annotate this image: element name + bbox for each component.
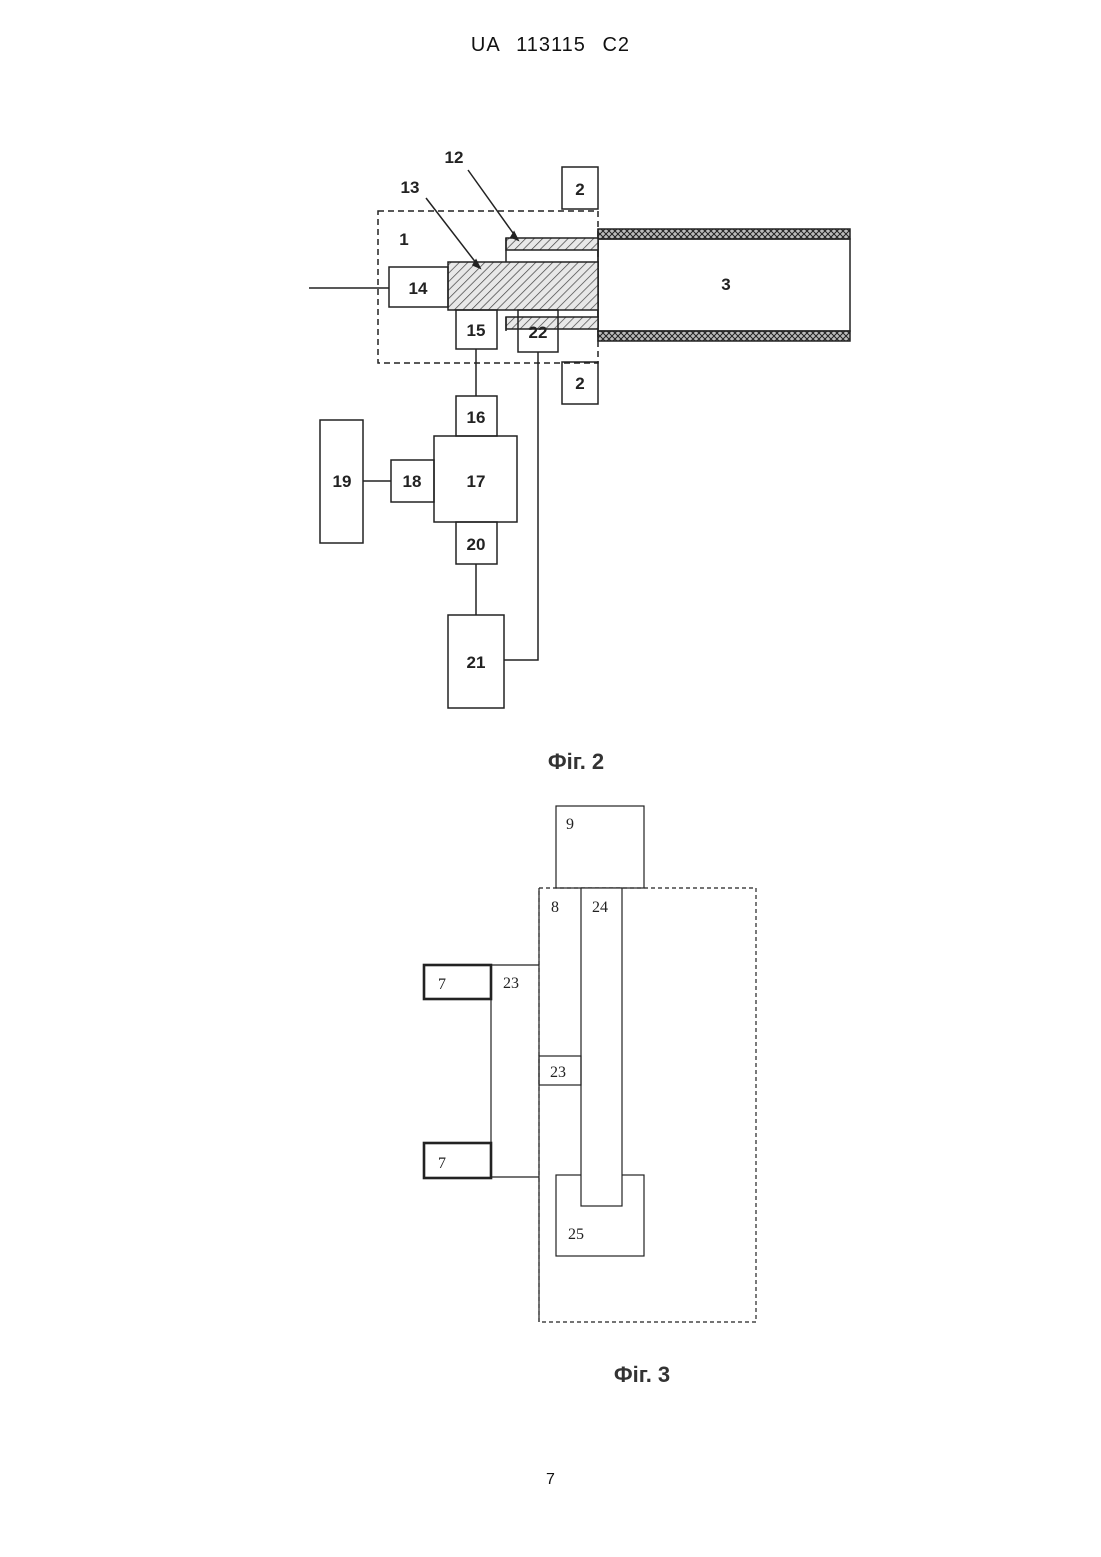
figure-2-caption: Фіг. 2	[548, 749, 604, 774]
box-7-top	[424, 965, 491, 999]
figure-3-caption: Фіг. 3	[614, 1362, 670, 1387]
column-24	[581, 888, 622, 1206]
element-13	[448, 262, 598, 310]
label-3: 3	[721, 275, 730, 294]
label-13: 13	[401, 178, 420, 197]
element-12-top-plate	[506, 238, 598, 250]
label-25: 25	[568, 1226, 584, 1243]
figure-3-labels: 9 8 24 7 23 23 7 25 Фіг. 3	[438, 816, 670, 1387]
label-2-top: 2	[575, 180, 584, 199]
label-15: 15	[467, 321, 486, 340]
leader-12	[468, 170, 518, 240]
figure-3	[424, 806, 756, 1322]
label-2-bottom: 2	[575, 374, 584, 393]
label-24: 24	[592, 899, 608, 916]
label-14: 14	[409, 279, 428, 298]
leader-13	[426, 198, 480, 268]
box-7-bottom	[424, 1143, 491, 1178]
element-12-bottom-plate	[506, 317, 598, 329]
label-8: 8	[551, 899, 559, 916]
label-12: 12	[445, 148, 464, 167]
label-17: 17	[467, 472, 486, 491]
page-number: 7	[0, 1471, 1101, 1489]
label-20: 20	[467, 535, 486, 554]
label-7-bottom: 7	[438, 1155, 446, 1172]
label-23-top: 23	[503, 975, 519, 992]
label-21: 21	[467, 653, 486, 672]
label-7-top: 7	[438, 976, 446, 993]
tube-3-bottom-wall	[598, 331, 850, 341]
label-23-mid: 23	[550, 1064, 566, 1081]
tube-3-top-wall	[598, 229, 850, 239]
label-19: 19	[333, 472, 352, 491]
label-9: 9	[566, 816, 574, 833]
label-18: 18	[403, 472, 422, 491]
figure-2	[309, 167, 850, 708]
label-16: 16	[467, 408, 486, 427]
label-1: 1	[399, 230, 408, 249]
boundary-dashed	[539, 888, 756, 1322]
label-22: 22	[529, 323, 548, 342]
